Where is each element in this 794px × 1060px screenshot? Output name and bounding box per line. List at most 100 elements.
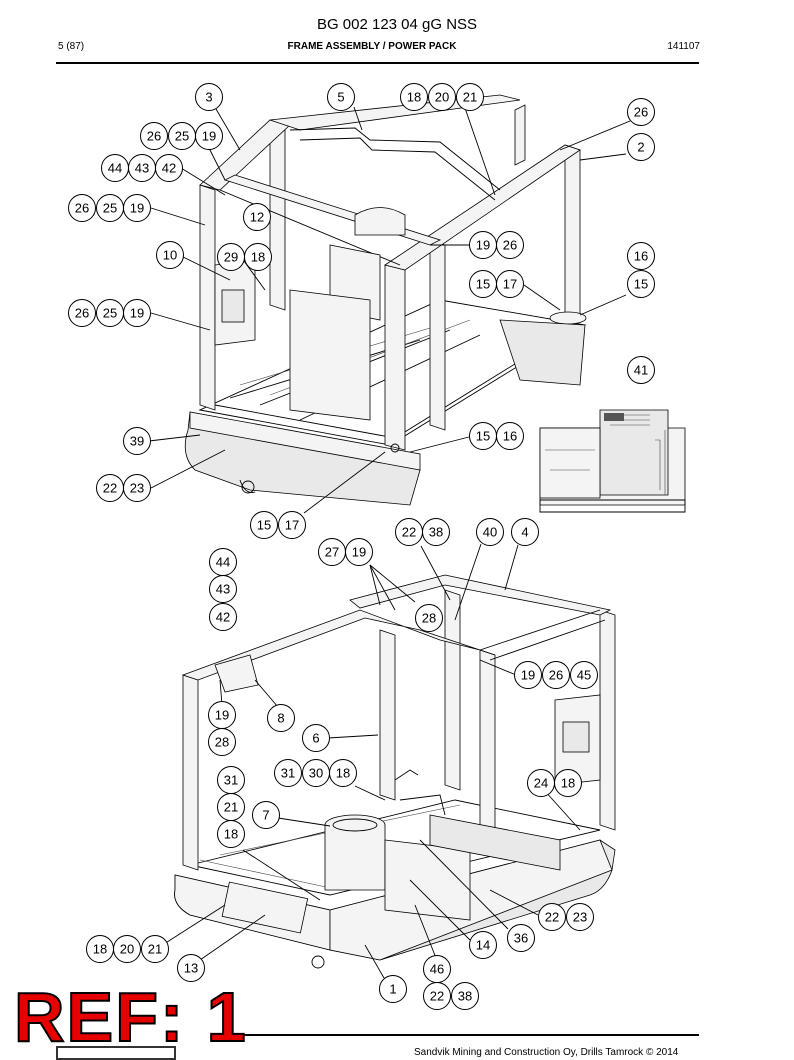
callout-lower-17: 31 — [274, 759, 302, 787]
callout-number: 22 — [402, 525, 416, 540]
callout-lower-33: 13 — [177, 954, 205, 982]
upper-frame-drawing — [184, 94, 587, 506]
callout-lower-34: 46 — [423, 955, 451, 983]
callout-upper-1: 5 — [327, 83, 355, 111]
callout-number: 28 — [422, 611, 436, 626]
callout-number: 17 — [503, 277, 517, 292]
callout-number: 15 — [257, 518, 271, 533]
callout-lower-14: 19 — [208, 701, 236, 729]
callout-upper-9: 19 — [195, 122, 223, 150]
callout-number: 31 — [281, 766, 295, 781]
callout-upper-36: 17 — [278, 511, 306, 539]
leader-lines — [148, 106, 631, 979]
callout-upper-29: 41 — [627, 356, 655, 384]
callout-upper-20: 19 — [469, 231, 497, 259]
callout-upper-28: 19 — [123, 299, 151, 327]
callout-lower-6: 44 — [209, 548, 237, 576]
callout-number: 16 — [634, 249, 648, 264]
callout-number: 1 — [389, 982, 396, 997]
callout-number: 17 — [285, 518, 299, 533]
callout-upper-4: 21 — [456, 83, 484, 111]
callout-number: 27 — [325, 545, 339, 560]
callout-number: 22 — [430, 989, 444, 1004]
callout-number: 26 — [549, 668, 563, 683]
callout-lower-32: 21 — [141, 935, 169, 963]
callout-number: 25 — [103, 306, 117, 321]
callout-number: 19 — [215, 708, 229, 723]
callout-number: 13 — [184, 961, 198, 976]
callout-upper-6: 2 — [627, 133, 655, 161]
callout-upper-13: 26 — [68, 194, 96, 222]
callout-number: 22 — [103, 481, 117, 496]
callout-upper-11: 43 — [128, 154, 156, 182]
callout-number: 18 — [336, 766, 350, 781]
callout-number: 23 — [130, 481, 144, 496]
callout-number: 15 — [634, 277, 648, 292]
callout-upper-25: 15 — [627, 270, 655, 298]
callout-lower-15: 28 — [208, 728, 236, 756]
callout-upper-32: 16 — [496, 422, 524, 450]
callout-upper-22: 16 — [627, 242, 655, 270]
callout-number: 45 — [577, 668, 591, 683]
callout-lower-5: 19 — [345, 538, 373, 566]
callout-lower-20: 31 — [217, 766, 245, 794]
callout-upper-35: 15 — [250, 511, 278, 539]
callout-lower-9: 28 — [415, 604, 443, 632]
callout-lower-26: 22 — [538, 903, 566, 931]
callout-number: 18 — [407, 90, 421, 105]
callout-number: 42 — [162, 161, 176, 176]
callout-number: 31 — [224, 773, 238, 788]
callout-number: 38 — [458, 989, 472, 1004]
callout-bubbles: 3 5 18 20 21 26 2 26 25 19 44 43 42 26 2… — [68, 83, 655, 1010]
callout-upper-24: 17 — [496, 270, 524, 298]
section-title: FRAME ASSEMBLY / POWER PACK — [287, 41, 457, 52]
callout-number: 15 — [476, 277, 490, 292]
callout-number: 16 — [503, 429, 517, 444]
callout-number: 20 — [435, 90, 449, 105]
page-number: 5 (87) — [58, 41, 85, 52]
callout-lower-31: 20 — [113, 935, 141, 963]
callout-upper-19: 18 — [244, 243, 272, 271]
header-rule — [56, 62, 699, 64]
callout-lower-30: 18 — [86, 935, 114, 963]
callout-number: 4 — [521, 525, 528, 540]
callout-number: 43 — [135, 161, 149, 176]
callout-number: 20 — [120, 942, 134, 957]
callout-lower-28: 36 — [507, 924, 535, 952]
callout-number: 19 — [352, 545, 366, 560]
callout-lower-4: 27 — [318, 538, 346, 566]
callout-number: 18 — [561, 776, 575, 791]
callout-number: 44 — [216, 555, 230, 570]
callout-number: 5 — [337, 90, 344, 105]
callout-upper-5: 26 — [627, 98, 655, 126]
callout-number: 30 — [309, 766, 323, 781]
callout-upper-12: 42 — [155, 154, 183, 182]
callout-number: 25 — [175, 129, 189, 144]
callout-number: 46 — [430, 962, 444, 977]
callout-lower-11: 26 — [542, 661, 570, 689]
ref-stamp: REF: 1 — [13, 978, 248, 1056]
callout-number: 26 — [503, 238, 517, 253]
callout-lower-16: 6 — [302, 724, 330, 752]
callout-number: 2 — [637, 140, 644, 155]
callout-number: 26 — [634, 105, 648, 120]
callout-lower-12: 45 — [570, 661, 598, 689]
callout-upper-16: 12 — [243, 203, 271, 231]
callout-lower-23: 21 — [217, 793, 245, 821]
callout-number: 29 — [224, 250, 238, 265]
callout-lower-36: 22 — [423, 982, 451, 1010]
callout-upper-17: 10 — [156, 241, 184, 269]
callout-number: 39 — [130, 434, 144, 449]
callout-number: 19 — [130, 306, 144, 321]
callout-upper-30: 39 — [123, 427, 151, 455]
callout-number: 18 — [93, 942, 107, 957]
callout-lower-7: 43 — [209, 575, 237, 603]
power-pack-drawing — [539, 409, 686, 513]
callout-upper-3: 20 — [428, 83, 456, 111]
callout-upper-21: 26 — [496, 231, 524, 259]
callout-lower-10: 19 — [514, 661, 542, 689]
callout-number: 19 — [130, 201, 144, 216]
document-number: BG 002 123 04 gG NSS — [316, 16, 478, 33]
callout-number: 26 — [147, 129, 161, 144]
